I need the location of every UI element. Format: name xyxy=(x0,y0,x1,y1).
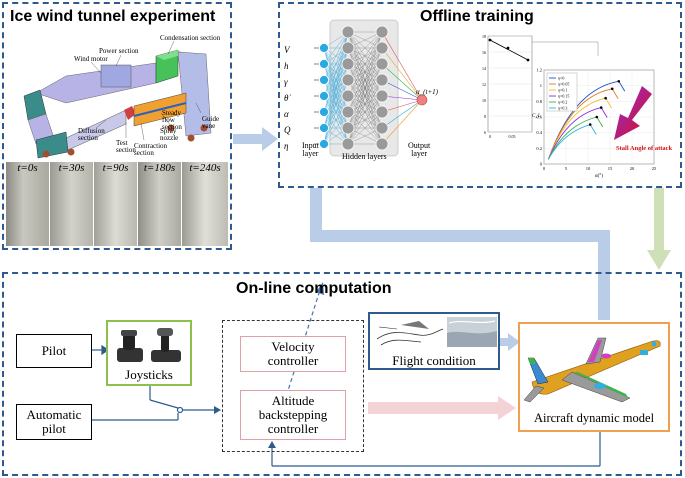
mini-x-tick: 0 xyxy=(489,134,491,139)
cl-xlabel: α(°) xyxy=(595,174,603,179)
cl-y-tick: 0.4 xyxy=(536,130,542,135)
aircraft-model-block: Aircraft dynamic model xyxy=(518,322,670,432)
mini-point xyxy=(526,58,530,62)
pilot-block: Pilot xyxy=(16,334,92,368)
cl-stall-point xyxy=(610,87,614,91)
label-wind-motor: Wind motor xyxy=(74,55,108,63)
nn-output-label: α_(t+1) xyxy=(416,88,439,96)
mini-y-tick: 18 xyxy=(482,34,486,39)
cl-stall-point xyxy=(595,115,599,119)
mini-series-line xyxy=(489,39,529,61)
label-guide: Guide vane xyxy=(202,115,220,130)
offline-panel-title: Offline training xyxy=(420,8,534,25)
ice-photo-3: t=180s xyxy=(138,162,182,246)
ice-photo-2: t=90s xyxy=(94,162,138,246)
ice-photo-4: t=240s xyxy=(182,162,228,246)
controller-container xyxy=(222,320,364,452)
cl-y-tick: 0.2 xyxy=(536,146,542,151)
cl-legend: η=0η=0.05η=0.1η=0.15η=0.2η=0.3 xyxy=(546,72,578,112)
aircraft-icon xyxy=(523,337,661,403)
label-condensation: Condensation section xyxy=(160,34,221,42)
switch-lines xyxy=(92,385,214,421)
cl-stall-point xyxy=(604,96,607,100)
label-diffusion: Diffusion section xyxy=(78,127,105,142)
cl-stall-point xyxy=(599,106,603,109)
ice-wind-tunnel-panel: Ice wind tunnel experiment xyxy=(2,2,232,250)
online-computation-panel: On-line computation xyxy=(2,272,682,476)
altitude-controller-block: Altitude backstepping controller xyxy=(240,390,346,440)
mini-y-tick: 16 xyxy=(482,50,486,55)
mini-y-tick: 8 xyxy=(484,114,486,119)
cl-legend-entry: η=0.15 xyxy=(558,94,569,99)
switch-arrowhead xyxy=(214,406,221,414)
cl-x-tick: 25 xyxy=(652,166,657,171)
cl-legend-entry: η=0.3 xyxy=(558,106,567,111)
cl-x-tick: 15 xyxy=(608,166,613,171)
automatic-pilot-block: Automatic pilot xyxy=(16,404,92,440)
pilot-arrow xyxy=(92,344,110,356)
cl-x-tick: 0 xyxy=(543,166,546,171)
cl-y-tick: 0 xyxy=(540,162,543,167)
cl-legend-entry: η=0 xyxy=(558,76,564,81)
neural-network xyxy=(314,19,428,157)
cl-x-tick: 5 xyxy=(565,166,568,171)
mini-x-tick: 0.05 xyxy=(509,134,516,139)
cl-legend-entry: η=0.1 xyxy=(558,88,567,93)
mini-y-tick: 6 xyxy=(484,130,486,135)
cl-stall-point xyxy=(617,79,621,83)
ice-panel-title: Ice wind tunnel experiment xyxy=(10,8,216,25)
label-steady: Steady flow section xyxy=(162,109,182,131)
model-feedback-arrow xyxy=(304,163,610,320)
mini-y-tick: 14 xyxy=(482,66,486,71)
stall-annotation: Stall Angle of attack xyxy=(616,145,673,152)
ice-to-training-arrow xyxy=(233,127,278,151)
cl-y-tick: 1.2 xyxy=(536,68,542,73)
online-panel-title: On-line computation xyxy=(236,280,392,297)
cl-legend-entry: η=0.2 xyxy=(558,100,567,105)
joystick-icon xyxy=(117,328,181,362)
hidden-layers-label: Hidden layers xyxy=(342,152,387,161)
label-contraction: Contraction section xyxy=(134,142,168,157)
velocity-controller-block: Velocity controller xyxy=(240,336,346,372)
cl-y-tick: 0.6 xyxy=(536,115,542,120)
training-to-model-arrow xyxy=(647,188,671,270)
label-spray: Spray nozzle xyxy=(160,127,179,142)
mini-y-tick: 10 xyxy=(482,98,486,103)
cl-ylabel: C_L xyxy=(532,114,541,119)
mini-y-tick: 12 xyxy=(482,82,486,87)
wind-tunnel-drawing xyxy=(23,40,212,159)
flight-condition-sketch xyxy=(376,317,497,347)
ice-photo-1: t=30s xyxy=(50,162,94,246)
cl-legend-entry: η=0.05 xyxy=(558,82,569,87)
cl-x-tick: 10 xyxy=(586,166,591,171)
offline-training-panel: Offline training V h γ θ̇ α Q η α_(t+1) … xyxy=(278,2,682,188)
flight-condition-arrow xyxy=(500,333,520,351)
cl-stall-point xyxy=(588,123,592,126)
label-power: Power section xyxy=(99,47,139,55)
flight-condition-block: Flight condition xyxy=(368,312,500,370)
ice-photo-0: t=0s xyxy=(6,162,50,246)
mini-point xyxy=(506,46,510,50)
joysticks-block: Joysticks xyxy=(106,320,192,386)
mini-convergence-chart: 18 16 14 12 10 8 60 0.05 xyxy=(482,34,599,139)
cl-series-curve xyxy=(547,97,612,160)
nn-input-labels: V h γ θ̇ α Q η xyxy=(284,45,291,151)
cl-y-tick: 1 xyxy=(540,83,542,88)
stall-arrow xyxy=(614,86,652,140)
cl-x-tick: 20 xyxy=(630,166,635,171)
mini-point xyxy=(488,38,492,42)
control-to-model-arrow xyxy=(368,396,516,420)
cl-y-tick: 0.8 xyxy=(536,99,542,104)
label-test: Test section xyxy=(116,139,136,154)
